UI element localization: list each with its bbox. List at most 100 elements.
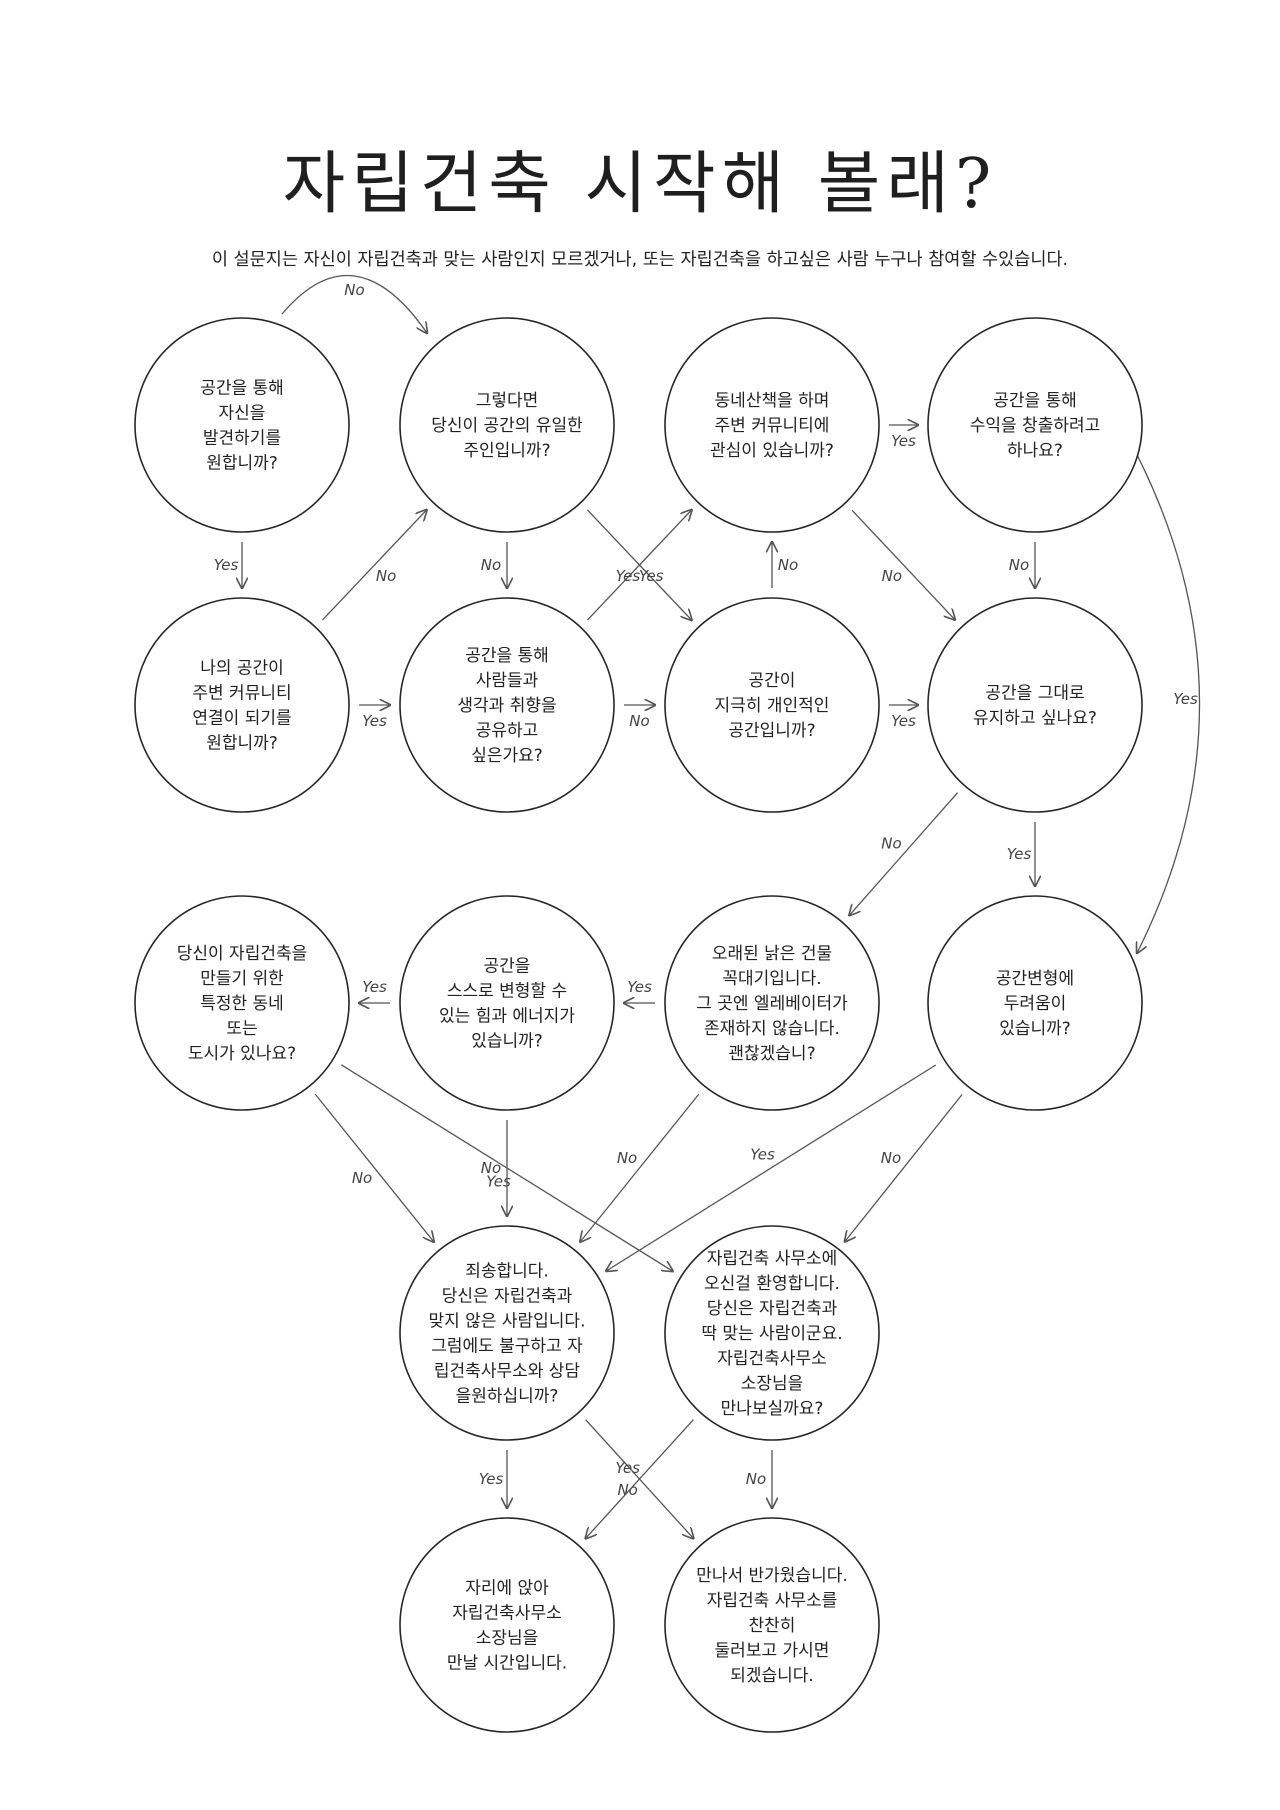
edge-label: Yes bbox=[479, 1470, 504, 1488]
node-text-line: 유지하고 싶나요? bbox=[973, 709, 1097, 729]
edge-label: No bbox=[778, 556, 798, 574]
node-circle bbox=[134, 317, 350, 533]
node-circle bbox=[664, 317, 880, 533]
node-circle bbox=[927, 597, 1143, 813]
node-text-line: 공유하고 bbox=[476, 721, 539, 741]
node-text-line: 관심이 있습니까? bbox=[710, 441, 834, 461]
node-text-line: 있습니까? bbox=[999, 1019, 1071, 1039]
edge-label: No bbox=[1009, 556, 1029, 574]
node-circle bbox=[134, 895, 350, 1111]
node-text-line: 원합니까? bbox=[206, 734, 278, 754]
node-text-line: 오래된 낡은 건물 bbox=[712, 944, 832, 964]
node-circle bbox=[399, 895, 615, 1111]
node-text-line: 딱 맞는 사람이군요. bbox=[701, 1324, 842, 1344]
edge-label: Yes bbox=[486, 1173, 511, 1191]
node-text-line: 찬찬히 bbox=[749, 1616, 796, 1636]
edge-label: Yes bbox=[214, 556, 239, 574]
edge-fear-of-transform-to-sorry bbox=[606, 1064, 937, 1271]
node-text-line: 주인입니까? bbox=[463, 441, 550, 461]
node-circle bbox=[927, 317, 1143, 533]
edge-label: Yes bbox=[891, 432, 916, 450]
edge-old-building-to-sorry bbox=[580, 1093, 700, 1242]
node-text-line: 만들기 위한 bbox=[200, 969, 284, 989]
edge-label: No bbox=[376, 567, 396, 585]
edge-create-revenue-to-fear-of-transform bbox=[1131, 444, 1201, 953]
node-text-line: 공간을 그대로 bbox=[985, 684, 1084, 704]
node-text-line: 하나요? bbox=[1007, 441, 1063, 461]
node-text-line: 도시가 있나요? bbox=[188, 1044, 296, 1064]
node-text-line: 당신은 자립건축과 bbox=[442, 1287, 573, 1307]
edge-label: No bbox=[629, 712, 649, 730]
node-text-line: 자립건축 사무소를 bbox=[707, 1591, 838, 1611]
node-text-line: 나의 공간이 bbox=[200, 659, 284, 679]
edge-welcome-to-meet-director bbox=[586, 1419, 694, 1539]
node-text-line: 싶은가요? bbox=[471, 746, 543, 766]
node-text-line: 맞지 않은 사람입니다. bbox=[429, 1312, 586, 1332]
node-circle bbox=[664, 895, 880, 1111]
node-text-line: 소장님을 bbox=[476, 1629, 539, 1649]
page-title: 자립건축 시작해 볼래? bbox=[282, 145, 998, 224]
edge-label: Yes bbox=[616, 567, 641, 585]
edge-label: Yes bbox=[627, 978, 652, 996]
node-text-line: 존재하지 않습니다. bbox=[704, 1019, 840, 1039]
node-circle bbox=[399, 597, 615, 813]
node-text-line: 그 곳엔 엘레베이터가 bbox=[696, 994, 848, 1014]
node-text-line: 공간을 통해 bbox=[200, 379, 284, 399]
node-circle bbox=[664, 597, 880, 813]
node-text-line: 있는 힘과 에너지가 bbox=[439, 1007, 575, 1027]
node-text-line: 둘러보고 가시면 bbox=[715, 1641, 830, 1661]
edge-label: Yes bbox=[362, 712, 387, 730]
node-circle bbox=[664, 1517, 880, 1733]
node-text-line: 만나보실까요? bbox=[721, 1399, 824, 1419]
node-text-line: 자립건축사무소 bbox=[452, 1604, 561, 1624]
node-text-line: 공간을 통해 bbox=[993, 391, 1077, 411]
edge-label: No bbox=[617, 1481, 637, 1499]
node-text-line: 두려움이 bbox=[1004, 994, 1067, 1014]
node-text-line: 주변 커뮤니티에 bbox=[715, 416, 830, 436]
node-text-line: 자립건축사무소 bbox=[717, 1349, 826, 1369]
node-text-line: 스스로 변형할 수 bbox=[447, 982, 567, 1002]
edge-share-taste-to-neighborhood-walk bbox=[586, 510, 691, 621]
node-text-line: 주변 커뮤니티 bbox=[192, 684, 291, 704]
edge-specific-town-to-sorry bbox=[314, 1093, 433, 1242]
node-text-line: 자립건축 사무소에 bbox=[707, 1249, 838, 1269]
edge-keep-as-is-to-old-building bbox=[849, 792, 959, 916]
node-text-line: 있습니까? bbox=[471, 1032, 543, 1052]
node-text-line: 지극히 개인적인 bbox=[715, 696, 830, 716]
node-text-line: 되겠습니다. bbox=[730, 1666, 814, 1686]
edge-label: Yes bbox=[750, 1145, 775, 1163]
edge-label: No bbox=[344, 281, 364, 299]
node-text-line: 오신걸 환영합니다. bbox=[704, 1274, 840, 1294]
edge-label: No bbox=[746, 1470, 766, 1488]
node-circle bbox=[399, 317, 615, 533]
edge-label: Yes bbox=[1173, 690, 1198, 708]
edge-fear-of-transform-to-welcome bbox=[845, 1094, 963, 1241]
node-text-line: 자신을 bbox=[219, 404, 266, 424]
edges-layer: NoYesNoYesNoYesYesNoNoYesYesNoNoYesYesNo… bbox=[214, 274, 1201, 1539]
node-text-line: 당신은 자립건축과 bbox=[707, 1299, 838, 1319]
edge-neighborhood-walk-to-keep-as-is bbox=[851, 509, 955, 619]
edge-label: No bbox=[881, 834, 901, 852]
edge-community-connection-to-only-owner bbox=[321, 510, 426, 621]
node-text-line: 괜찮겠습니? bbox=[728, 1044, 815, 1064]
node-circle bbox=[399, 1225, 615, 1441]
node-text-line: 자리에 앉아 bbox=[465, 1579, 549, 1599]
node-text-line: 특정한 동네 bbox=[200, 994, 284, 1014]
node-text-line: 연결이 되기를 bbox=[192, 709, 291, 729]
edge-label: Yes bbox=[362, 978, 387, 996]
node-text-line: 원합니까? bbox=[206, 454, 278, 474]
edge-label: Yes bbox=[615, 1459, 640, 1477]
edge-label: Yes bbox=[639, 567, 664, 585]
node-text-line: 사람들과 bbox=[476, 671, 539, 691]
